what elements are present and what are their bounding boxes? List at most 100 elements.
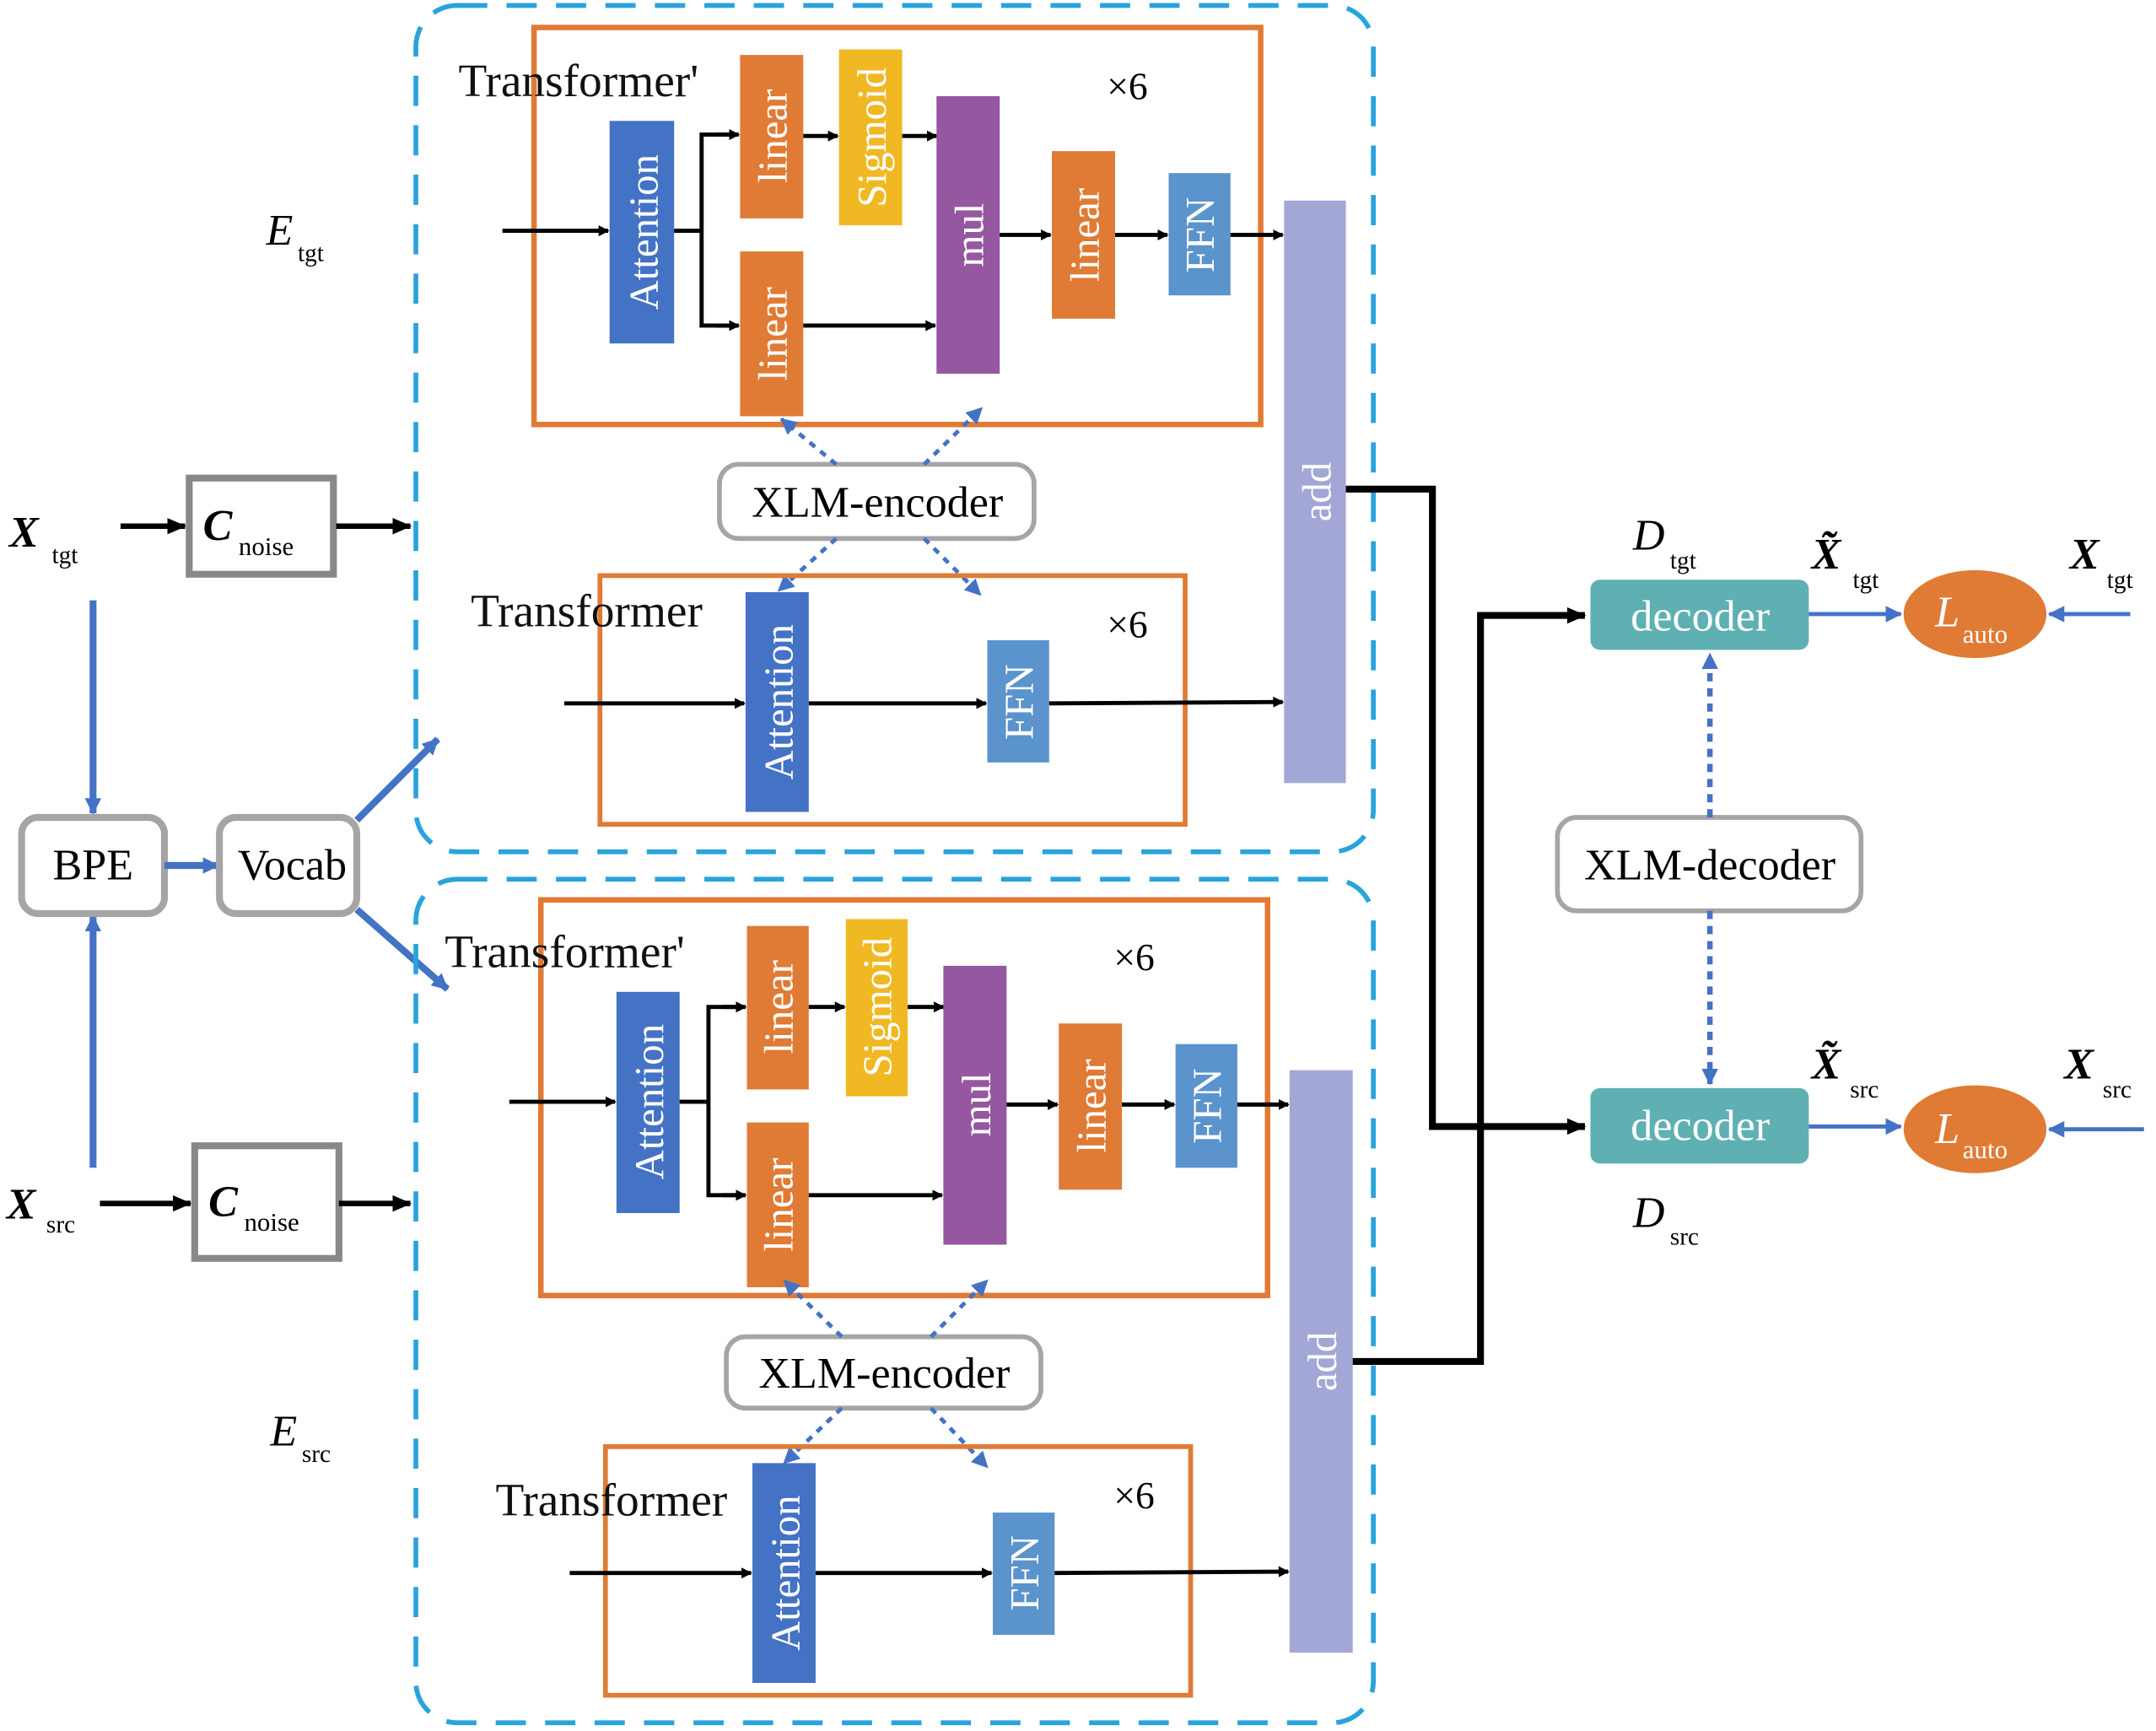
ffn-block[interactable]: FFN xyxy=(1168,173,1231,296)
transformer-src-title: Transformer xyxy=(495,1474,727,1525)
svg-text:tgt: tgt xyxy=(298,240,324,267)
decoder-src[interactable]: decoder xyxy=(1590,1087,1809,1164)
svg-text:src: src xyxy=(46,1211,75,1238)
svg-text:tgt: tgt xyxy=(51,542,78,569)
svg-text:src: src xyxy=(2103,1076,2132,1103)
encoder-src-border xyxy=(413,876,1376,1726)
svg-text:D: D xyxy=(1632,511,1665,559)
svg-text:D: D xyxy=(1632,1189,1665,1237)
svg-text:linear: linear xyxy=(1069,1059,1115,1152)
svg-text:XLM-encoder: XLM-encoder xyxy=(758,1350,1010,1398)
svg-text:X: X xyxy=(5,1181,37,1229)
svg-text:XLM-encoder: XLM-encoder xyxy=(752,478,1003,526)
svg-text:noise: noise xyxy=(244,1207,299,1237)
svg-text:FFN: FFN xyxy=(1177,197,1223,273)
svg-text:C: C xyxy=(203,502,234,550)
encoder-src-name: E src xyxy=(269,1407,331,1468)
svg-text:Attention: Attention xyxy=(762,1495,808,1651)
svg-text:L: L xyxy=(1934,589,1959,637)
svg-text:Attention: Attention xyxy=(755,624,801,779)
svg-text:C: C xyxy=(208,1178,239,1226)
attention-block[interactable]: Attention xyxy=(752,1463,816,1683)
decoder-src-name: D src xyxy=(1632,1189,1699,1250)
repeat-label: ×6 xyxy=(1113,1474,1155,1517)
vocab-box[interactable]: Vocab xyxy=(216,813,361,918)
svg-text:mul: mul xyxy=(946,202,993,267)
attention-block[interactable]: Attention xyxy=(745,591,809,812)
svg-text:X: X xyxy=(8,509,40,557)
svg-text:Vocab: Vocab xyxy=(238,841,347,889)
sigmoid-block[interactable]: Sigmoid xyxy=(845,919,908,1097)
add-block-tgt[interactable]: add xyxy=(1284,200,1346,784)
svg-text:linear: linear xyxy=(755,1158,801,1252)
repeat-label: ×6 xyxy=(1107,603,1148,646)
xlm-decoder[interactable]: XLM-decoder xyxy=(1555,815,1864,914)
encoder-tgt: E tgt Transformer' ×6 Attention linear S… xyxy=(266,3,1376,855)
arrow-add-src-to-decoder-tgt xyxy=(1352,607,1587,1365)
svg-text:X̃: X̃ xyxy=(1810,1040,1842,1088)
xlm-encoder-tgt[interactable]: XLM-encoder xyxy=(717,461,1037,542)
arrow-add-tgt-to-decoder-src xyxy=(1345,485,1587,1135)
svg-text:add: add xyxy=(1294,462,1340,522)
x-tilde-src-label: X̃ src xyxy=(1810,1040,1879,1103)
loss-tgt[interactable]: L auto xyxy=(1903,569,2047,659)
x-src-label: X src xyxy=(5,1181,75,1238)
arrow xyxy=(1048,696,1285,708)
svg-text:linear: linear xyxy=(755,960,801,1054)
decoder-tgt[interactable]: decoder xyxy=(1590,580,1809,650)
attention-block[interactable]: Attention xyxy=(609,121,675,344)
add-block-src[interactable]: add xyxy=(1289,1070,1353,1653)
transformer-prime-src-box xyxy=(537,897,1270,1298)
linear-top-block[interactable]: linear xyxy=(740,55,804,218)
encoder-tgt-name: E tgt xyxy=(266,207,324,267)
transformer-tgt-title: Transformer xyxy=(471,585,703,637)
mul-block[interactable]: mul xyxy=(943,965,1007,1245)
svg-text:FFN: FFN xyxy=(1001,1535,1048,1611)
transformer-prime-tgt-title: Transformer' xyxy=(459,55,699,106)
bpe-box[interactable]: BPE xyxy=(18,813,169,918)
svg-text:decoder: decoder xyxy=(1630,593,1770,641)
transformer-prime-tgt-box xyxy=(531,24,1264,428)
svg-text:X̃: X̃ xyxy=(1810,531,1842,579)
svg-text:src: src xyxy=(302,1441,331,1468)
ffn-block[interactable]: FFN xyxy=(993,1513,1055,1635)
svg-text:auto: auto xyxy=(1963,619,2008,649)
linear-top-block[interactable]: linear xyxy=(747,925,809,1090)
linear-out-block[interactable]: linear xyxy=(1059,1023,1123,1190)
linear-bottom-block[interactable]: linear xyxy=(740,251,804,417)
svg-text:src: src xyxy=(1850,1076,1878,1103)
svg-text:Sigmoid: Sigmoid xyxy=(849,67,895,208)
ffn-block[interactable]: FFN xyxy=(987,639,1049,763)
svg-text:decoder: decoder xyxy=(1630,1103,1770,1151)
svg-text:noise: noise xyxy=(239,531,294,561)
linear-bottom-block[interactable]: linear xyxy=(747,1122,809,1287)
attention-block[interactable]: Attention xyxy=(616,991,680,1214)
x-tgt-label: X tgt xyxy=(8,509,78,569)
svg-text:X: X xyxy=(2062,1040,2094,1088)
sigmoid-block[interactable]: Sigmoid xyxy=(838,49,903,226)
svg-text:auto: auto xyxy=(1963,1135,2008,1164)
svg-text:E: E xyxy=(266,207,294,255)
ffn-block[interactable]: FFN xyxy=(1175,1043,1237,1168)
loss-src[interactable]: L auto xyxy=(1903,1085,2047,1173)
svg-text:tgt: tgt xyxy=(1670,547,1696,574)
svg-text:linear: linear xyxy=(1061,188,1108,282)
xlm-encoder-src[interactable]: XLM-encoder xyxy=(724,1334,1043,1411)
svg-text:tgt: tgt xyxy=(2107,567,2133,594)
transformer-tgt-box xyxy=(597,573,1188,827)
svg-text:X: X xyxy=(2068,531,2100,579)
mul-block[interactable]: mul xyxy=(936,96,1000,374)
svg-text:linear: linear xyxy=(750,89,796,183)
c-noise-src-box[interactable]: C noise xyxy=(191,1142,342,1262)
linear-out-block[interactable]: linear xyxy=(1052,151,1115,319)
encoder-src: E src Transformer' ×6 Attention linear S… xyxy=(269,876,1376,1726)
c-noise-tgt-box[interactable]: C noise xyxy=(186,474,337,578)
x-tilde-tgt-label: X̃ tgt xyxy=(1810,531,1879,594)
branch-lines xyxy=(679,1005,743,1198)
decoder-tgt-name: D tgt xyxy=(1632,511,1696,574)
xlm-encoder-tgt-links xyxy=(777,406,984,596)
svg-text:FFN: FFN xyxy=(1183,1068,1230,1144)
svg-text:BPE: BPE xyxy=(53,841,134,889)
repeat-label: ×6 xyxy=(1113,936,1155,979)
